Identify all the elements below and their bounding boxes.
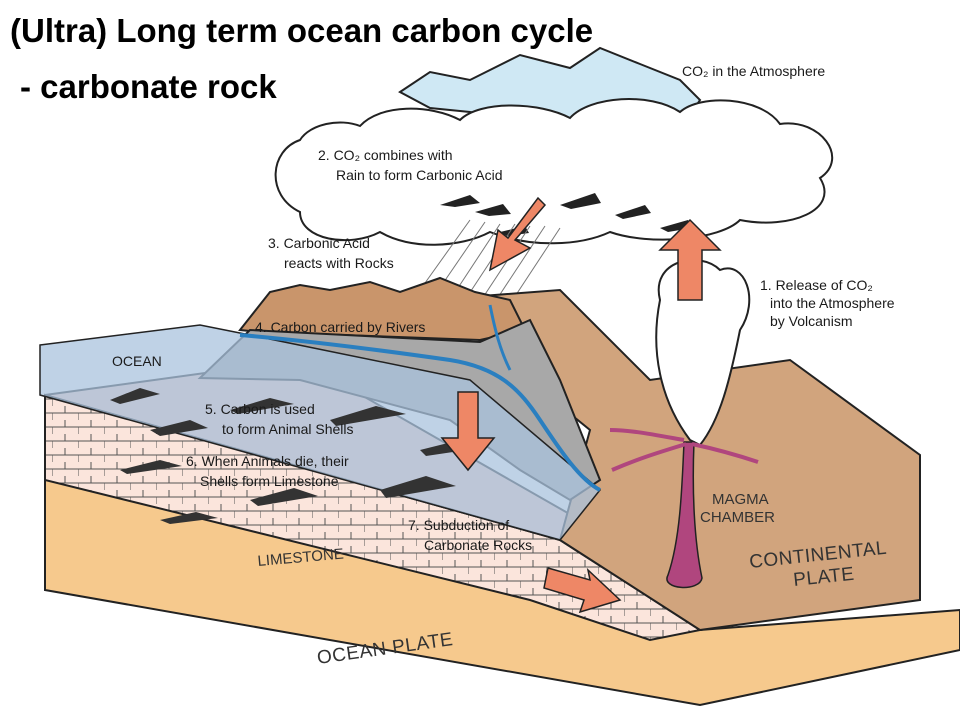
label-step1-line2: into the Atmosphere [770, 295, 895, 311]
mountain-ridge [238, 276, 527, 342]
label-step4: 4. Carbon carried by Rivers [255, 319, 425, 335]
label-step6-line2: Shells form Limestone [200, 473, 339, 489]
label-step3-line1: 3. Carbonic Acid [268, 235, 370, 251]
label-step7-line1: 7. Subduction of [408, 517, 509, 533]
arrow-subduction [543, 567, 622, 614]
label-step2-line2: Rain to form Carbonic Acid [336, 167, 503, 183]
magma-veins [609, 428, 759, 472]
label-step1-line3: by Volcanism [770, 313, 852, 329]
label-atmosphere: CO₂ in the Atmosphere [682, 63, 825, 79]
label-ocean: OCEAN [112, 353, 162, 369]
label-step7-line2: Carbonate Rocks [424, 537, 532, 553]
river-tributary [488, 304, 512, 371]
rain-cloud [274, 98, 834, 246]
volcano-plume [655, 259, 751, 447]
label-step1-line1: 1. Release of CO₂ [760, 277, 873, 293]
page-title-line-1: (Ultra) Long term ocean carbon cycle [10, 12, 594, 49]
label-step5-line1: 5. Carbon is used [205, 401, 315, 417]
arrow-rain-down [488, 196, 547, 272]
label-step6-line1: 6. When Animals die, their [186, 453, 349, 469]
label-step5-line2: to form Animal Shells [222, 421, 354, 437]
river [239, 333, 601, 492]
label-step3-line2: reacts with Rocks [284, 255, 394, 271]
arrow-shell-down [440, 391, 496, 472]
label-magma-line1: MAGMA [712, 491, 769, 508]
page-title-line-2: - carbonate rock [20, 68, 277, 105]
label-magma-line2: CHAMBER [700, 509, 775, 526]
arrow-volcano-up [658, 218, 722, 301]
magma-chamber [666, 441, 703, 589]
ocean-water [39, 324, 602, 541]
label-step2-line1: 2. CO₂ combines with [318, 147, 453, 163]
